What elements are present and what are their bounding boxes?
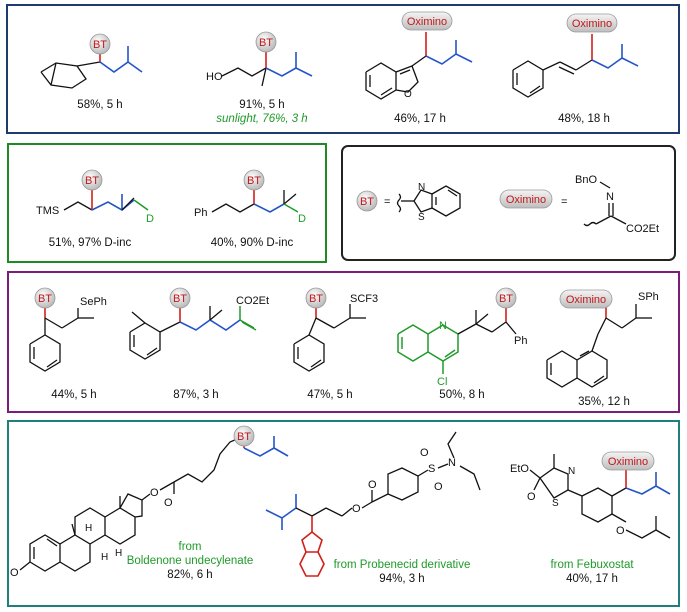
compound-2-2: Ph D BT 40%, 90% D-inc <box>194 169 306 249</box>
compound-2-2-caption: 40%, 90% D-inc <box>211 237 294 249</box>
compound-1-3: O Oximino 46%, 17 h <box>365 11 473 125</box>
bno-label: BnO <box>575 174 597 186</box>
panel-3-frame <box>7 271 680 413</box>
o-atom: O <box>164 497 173 509</box>
s-atom: S <box>428 463 435 475</box>
n-atom: N <box>418 182 425 193</box>
compound-1-4: Oximino 48%, 18 h <box>512 13 639 125</box>
oximino-label: Oximino <box>407 16 447 28</box>
d-label: D <box>298 213 306 225</box>
panel-4-frame <box>7 420 680 607</box>
compound-4-1-from: from <box>179 541 202 553</box>
compound-3-4-caption: 50%, 8 h <box>439 389 484 401</box>
seph-label: SePh <box>80 296 107 308</box>
compound-2-1-caption: 51%, 97% D-inc <box>49 237 132 249</box>
compound-4-1-source: Boldenone undecylenate <box>127 555 254 567</box>
compound-3-3: SCF3 BT 47%, 5 h <box>293 287 378 401</box>
bt-label: BT <box>259 37 273 49</box>
oximino-label: Oximino <box>566 294 606 306</box>
ph-label: Ph <box>194 207 207 219</box>
s-atom: S <box>552 498 559 509</box>
compound-3-3-caption: 47%, 5 h <box>307 389 352 401</box>
compound-4-3-caption: 40%, 17 h <box>566 573 618 585</box>
o-atom: O <box>10 567 19 579</box>
h-atom: H <box>101 552 108 563</box>
cl-label: Cl <box>437 376 447 388</box>
compound-4-3-source: from Febuxostat <box>550 559 634 571</box>
bt-label: BT <box>38 293 52 305</box>
d-label: D <box>146 213 154 225</box>
compound-1-2-sunlight: sunlight, 76%, 3 h <box>216 113 307 125</box>
compound-1-2: HO BT 91%, 5 h sunlight, 76%, 3 h <box>206 31 313 125</box>
sph-label: SPh <box>638 291 659 303</box>
tms-label: TMS <box>36 205 59 217</box>
ho-label: HO <box>206 71 223 83</box>
n-atom: N <box>448 457 456 469</box>
compound-3-4: N Cl Ph BT 50%, 8 h <box>397 287 527 401</box>
o-atom: O <box>616 525 625 537</box>
compound-4-2-caption: 94%, 3 h <box>379 573 424 585</box>
eto-label: EtO <box>510 463 529 475</box>
compound-3-5: SPh Oximino 35%, 12 h <box>546 289 659 408</box>
co2et-label: CO2Et <box>236 295 269 307</box>
bt-label: BT <box>309 293 323 305</box>
compound-4-1-caption: 82%, 6 h <box>167 569 212 581</box>
compound-1-3-caption: 46%, 17 h <box>394 113 446 125</box>
bt-label: BT <box>93 39 107 51</box>
compound-3-2-caption: 87%, 3 h <box>173 389 218 401</box>
compound-1-2-caption: 91%, 5 h <box>239 99 284 111</box>
panel-2-frame <box>7 143 327 263</box>
h-atom: H <box>115 548 122 559</box>
o-atom: O <box>368 479 377 491</box>
panel-1-frame <box>6 4 680 134</box>
compound-3-5-caption: 35%, 12 h <box>578 396 630 408</box>
h-atom: H <box>85 523 92 534</box>
o-atom: O <box>434 481 443 493</box>
compound-1-4-caption: 48%, 18 h <box>558 113 610 125</box>
legend-bt: BT = N S <box>356 182 461 223</box>
compound-3-2: CO2Et BT 87%, 3 h <box>129 287 269 401</box>
compound-3-1: SePh BT 44%, 5 h <box>29 287 107 401</box>
o-atom: O <box>527 491 536 503</box>
bt-label: BT <box>85 175 99 187</box>
o-atom: O <box>404 89 412 100</box>
scf3-label: SCF3 <box>350 293 378 305</box>
legend-frame <box>341 145 676 261</box>
n-atom: N <box>568 466 575 477</box>
n-atom: N <box>439 320 447 332</box>
bt-label: BT <box>173 293 187 305</box>
o-atom: O <box>352 503 361 515</box>
compound-2-1: TMS D BT 51%, 97% D-inc <box>36 169 154 249</box>
ph-label: Ph <box>514 335 527 347</box>
o-atom: O <box>420 447 429 459</box>
compound-1-1-caption: 58%, 5 h <box>77 99 122 111</box>
bt-label: BT <box>247 175 261 187</box>
compound-4-3: EtO O N S O Oximino from Febuxostat 40%,… <box>510 451 671 585</box>
bt-label: BT <box>360 196 374 208</box>
oximino-label: Oximino <box>572 18 612 30</box>
bt-label: BT <box>237 431 251 443</box>
co2et-label: CO2Et <box>626 223 659 235</box>
s-atom: S <box>418 212 425 223</box>
compound-4-1: O H H H O O BT from Boldenone undecylena… <box>10 425 289 581</box>
equals-sign: = <box>561 196 567 208</box>
compound-3-1-caption: 44%, 5 h <box>51 389 96 401</box>
equals-sign: = <box>384 196 390 208</box>
bt-label: BT <box>499 293 513 305</box>
legend-oximino: Oximino = BnO N CO2Et <box>499 174 659 235</box>
n-atom: N <box>606 191 614 203</box>
compound-1-1: BT 58%, 5 h <box>40 33 143 111</box>
compound-4-2-source: from Probenecid derivative <box>334 559 471 571</box>
o-atom: O <box>150 487 159 499</box>
compound-4-2: O O S O O N from Probenecid derivative 9… <box>265 431 481 585</box>
oximino-label: Oximino <box>608 456 648 468</box>
bt-ball <box>89 33 111 55</box>
oximino-label: Oximino <box>506 194 546 206</box>
